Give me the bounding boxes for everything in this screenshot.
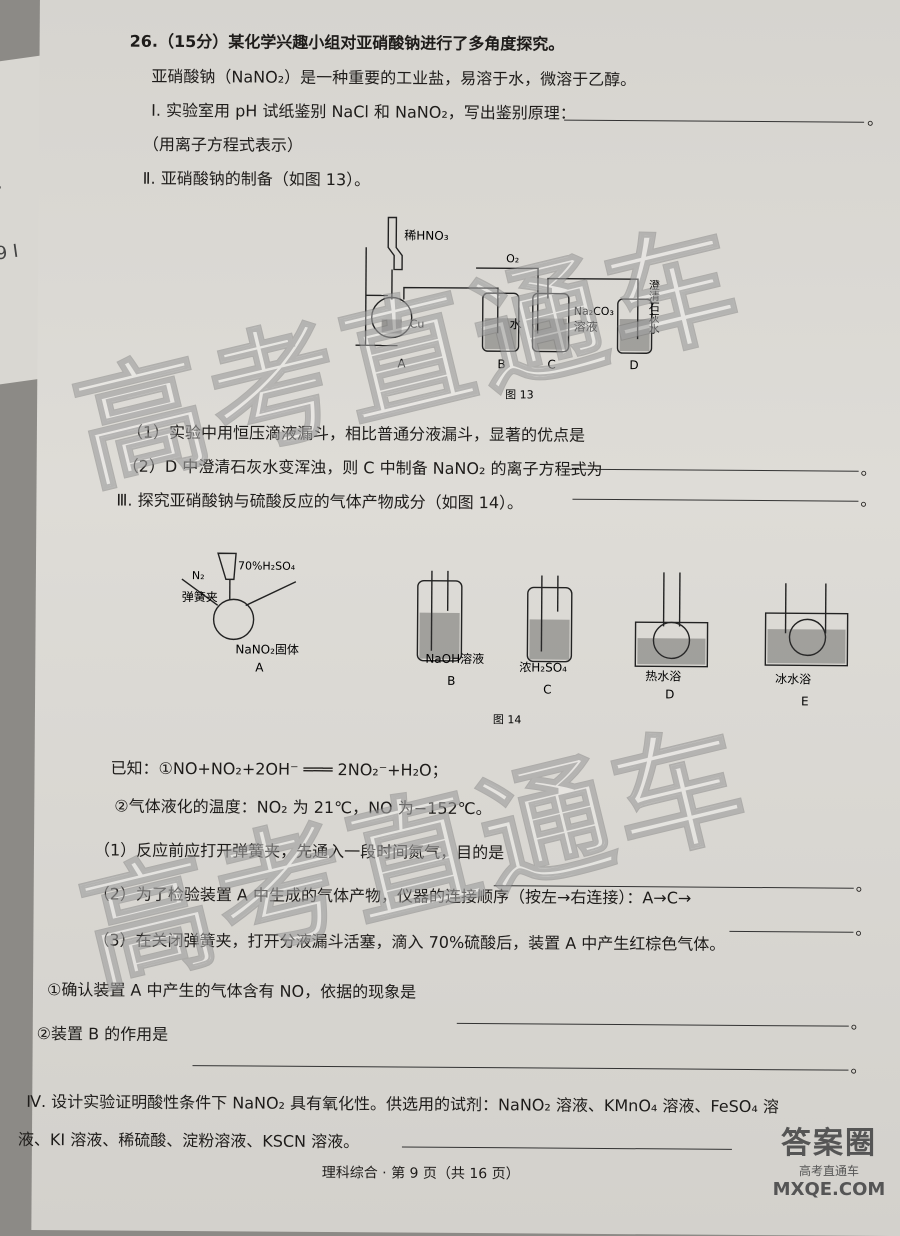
label-70-h2so4: 70%H₂SO₄ [238, 559, 296, 572]
period-1: 。 [867, 106, 883, 130]
answer-blank-2 [567, 469, 859, 472]
period-4: 。 [856, 872, 872, 896]
exam-page: 26.（15分）某化学兴趣小组对亚硝酸钠进行了多角度探究。 亚硝酸钠（NaNO₂… [31, 0, 900, 1236]
part2-text: Ⅱ. 亚硝酸钠的制备（如图 13）。 [143, 165, 371, 191]
logo-title: 答案圈 [764, 1118, 894, 1162]
part1-note: （用离子方程式表示） [143, 131, 303, 156]
period-2: 。 [861, 456, 877, 480]
period-5: 。 [855, 916, 871, 940]
question-header: 26.（15分）某化学兴趣小组对亚硝酸钠进行了多角度探究。 [130, 28, 565, 55]
label-conc-h2so4: 浓H₂SO₄ [519, 660, 567, 674]
underpage-text-1: 9: [0, 172, 4, 195]
answer-blank-3 [572, 499, 858, 502]
period-6: 。 [851, 1010, 867, 1034]
label-naoh: NaOH溶液 [425, 651, 484, 666]
period-7: 。 [850, 1054, 866, 1078]
answer-blank-7 [192, 1065, 848, 1071]
answer-blank-8 [402, 1147, 732, 1150]
part4-text-b: 液、KI 溶液、稀硫酸、淀粉溶液、KSCN 溶液。 [18, 1126, 359, 1152]
underpage-text-2: 19 I [0, 241, 20, 267]
label-n2: N₂ [192, 569, 205, 582]
fig14-label-e: E [801, 694, 809, 708]
site-logo: 答案圈 高考直通车 MXQE.COM [764, 1118, 894, 1196]
part4-text-a: Ⅳ. 设计实验证明酸性条件下 NaNO₂ 具有氧化性。供选用的试剂：NaNO₂ … [26, 1088, 779, 1117]
step-3-2: ②装置 B 的作用是 [37, 1020, 169, 1045]
intro-text: 亚硝酸钠（NaNO₂）是一种重要的工业盐，易溶于水，微溶于乙醇。 [151, 63, 636, 90]
answer-blank-5 [729, 931, 853, 933]
period-3: 。 [860, 487, 876, 511]
fig14-label-a: A [255, 661, 264, 675]
logo-subtitle: 高考直通车 [764, 1162, 894, 1179]
logo-url: MXQE.COM [764, 1179, 894, 1200]
answer-blank-1 [564, 120, 864, 123]
page-footer: 理科综合 · 第 9 页（共 16 页） [322, 1162, 520, 1183]
fig14-label-b: B [447, 674, 455, 688]
label-nano2-solid: NaNO₂固体 [235, 642, 299, 656]
label-clamp: 弹簧夹 [182, 589, 218, 604]
label-ice-bath: 冰水浴 [775, 672, 811, 686]
answer-blank-6 [457, 1023, 849, 1027]
figure-14: 70%H₂SO₄ N₂ 弹簧夹 NaNO₂固体 NaOH溶液 浓H₂SO₄ 热水… [125, 549, 856, 729]
label-hot-bath: 热水浴 [645, 669, 681, 683]
watermark-bottom: 高考直通车 [61, 675, 766, 1018]
part1-text: Ⅰ. 实验室用 pH 试纸鉴别 NaCl 和 NaNO₂，写出鉴别原理： [151, 97, 576, 124]
fig14-label-c: C [543, 683, 551, 697]
